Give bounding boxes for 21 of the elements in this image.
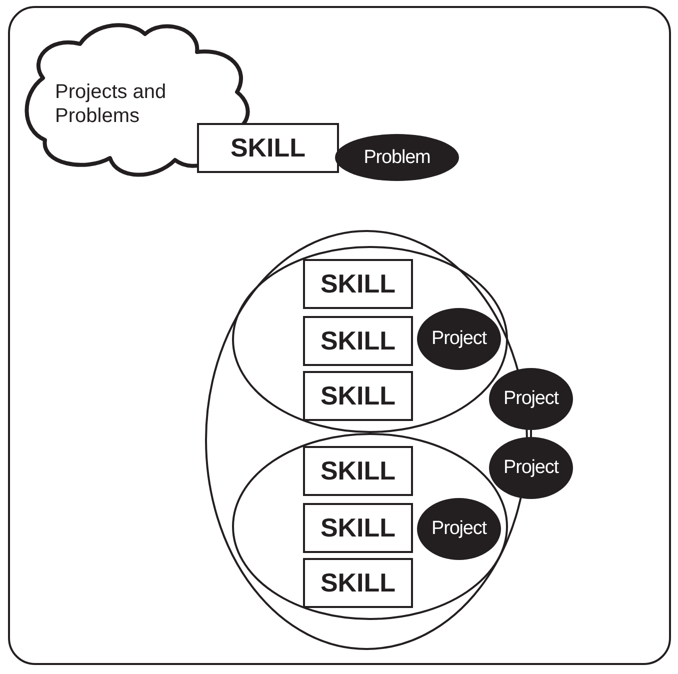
ellipse-label: Problem [362, 146, 432, 168]
skill-box [303, 558, 413, 608]
ellipse-label: Project [502, 457, 560, 479]
skill-label: SKILL [319, 268, 397, 300]
skill-box [303, 446, 413, 496]
skill-label: SKILL [319, 568, 397, 598]
cloud-label: Projects and Problems [55, 80, 168, 128]
skill-box [303, 316, 413, 366]
skill-box [303, 259, 413, 309]
skill-label: SKILL [319, 456, 397, 486]
skill-box [303, 371, 413, 421]
skill-label: SKILL [319, 326, 397, 356]
ellipse-label: Project [502, 388, 560, 410]
skill-label: SKILL [229, 132, 307, 164]
skill-box [197, 123, 339, 173]
ellipse-label: Project [430, 328, 488, 350]
ellipse-label: Project [430, 518, 488, 540]
skill-label: SKILL [319, 512, 397, 544]
connector-line [530, 430, 532, 437]
skill-label: SKILL [319, 380, 397, 412]
skill-box [303, 503, 413, 553]
